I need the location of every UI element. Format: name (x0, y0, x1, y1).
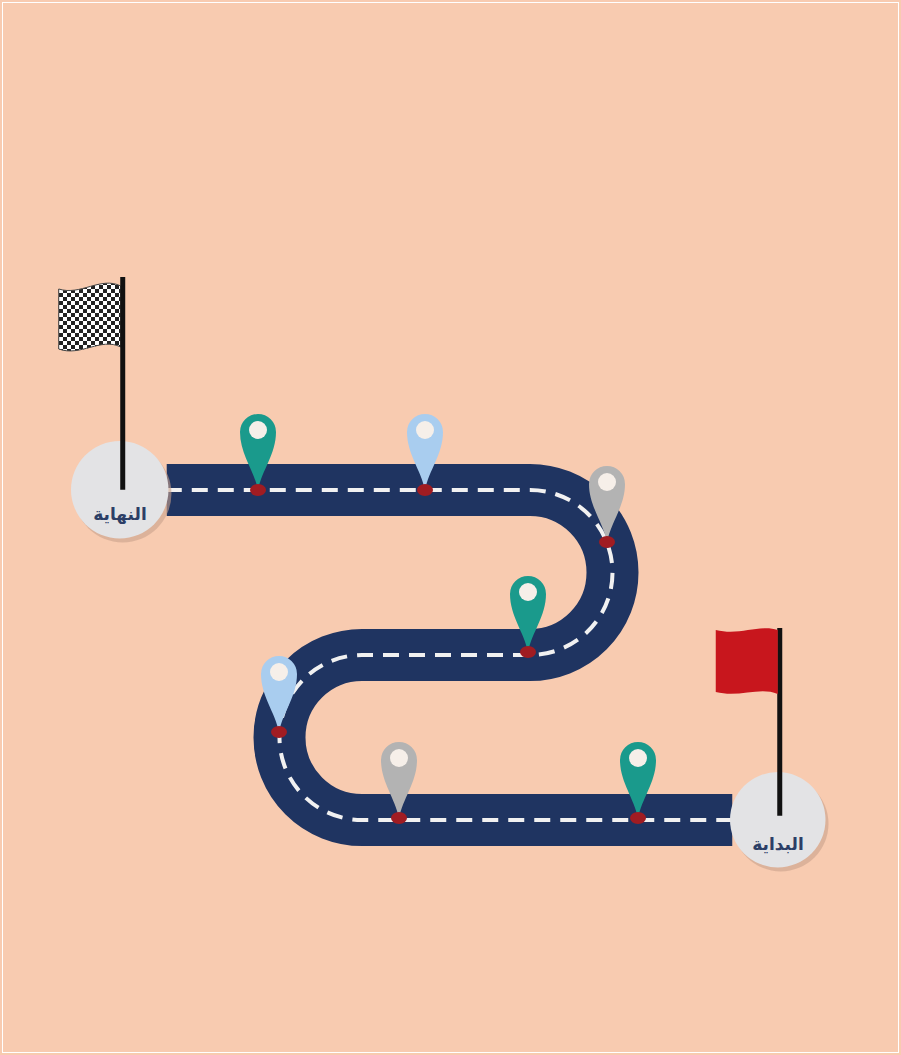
road-center-line (167, 490, 733, 820)
milestone-circle: النهاية (71, 441, 168, 538)
milestone-label: النهاية (93, 504, 146, 524)
map-pin (620, 742, 656, 824)
map-pin (381, 742, 417, 824)
map-pin (589, 466, 625, 548)
milestone-label: البداية (752, 834, 804, 854)
map-pin (261, 656, 297, 738)
road-surface (167, 490, 733, 820)
winding-road (167, 490, 733, 820)
map-pin (407, 414, 443, 496)
map-pin (240, 414, 276, 496)
map-pin (510, 576, 546, 658)
milestone-circle: البداية (730, 772, 826, 868)
